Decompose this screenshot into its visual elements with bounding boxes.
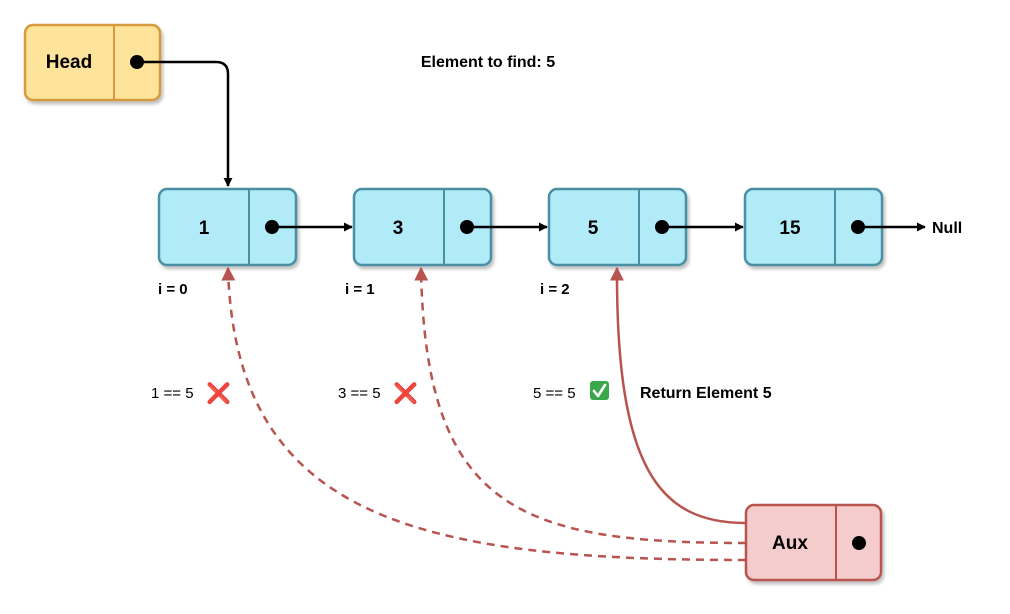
return-label: Return Element 5 (640, 385, 772, 402)
index-label: i = 1 (345, 281, 375, 298)
search-arrow-dashed (221, 266, 747, 562)
null-label: Null (932, 220, 962, 237)
index-label: i = 0 (158, 281, 188, 298)
search-arrow-dashed (414, 266, 747, 545)
list-node-value: 5 (588, 218, 599, 239)
check-mark-tick (592, 383, 607, 398)
comparison-label: 5 == 5 (533, 385, 576, 402)
list-node-value: 15 (779, 218, 801, 239)
head-pointer-arrow (137, 60, 233, 187)
list-node-value: 3 (393, 218, 404, 239)
cross-mark-icon: ❌ (393, 381, 418, 405)
list-node: 5 (547, 187, 688, 267)
search-arrow-solid (609, 266, 747, 525)
cross-mark-icon: ❌ (206, 381, 231, 405)
head-node-label: Head (46, 52, 92, 73)
check-mark-icon (590, 381, 609, 400)
aux-node: Aux (744, 503, 883, 582)
aux-pointer-dot (852, 536, 866, 550)
index-label: i = 2 (540, 281, 570, 298)
diagram-title: Element to find: 5 (421, 54, 555, 71)
aux-node-label: Aux (772, 533, 808, 554)
list-node: 1 (157, 187, 298, 267)
list-node-value: 1 (199, 218, 210, 239)
comparison-label: 3 == 5 (338, 385, 381, 402)
comparison-label: 1 == 5 (151, 385, 194, 402)
